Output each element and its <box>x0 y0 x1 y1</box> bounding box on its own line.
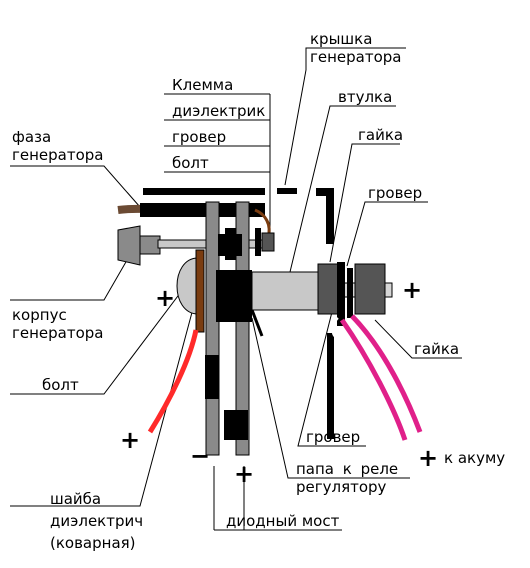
housing-cone <box>117 225 141 266</box>
grover-outer <box>347 268 353 318</box>
leader-grover-right <box>346 201 428 267</box>
plus-sign-output: + <box>402 276 423 304</box>
minus-sign-diode: − <box>190 442 211 470</box>
housing-cone-neck <box>139 235 161 255</box>
label-dielectric: диэлектрик <box>172 102 266 120</box>
diode-block-center <box>216 270 252 322</box>
battery-wire-2 <box>350 314 423 433</box>
label-phase: фаза генератора <box>12 128 104 164</box>
diode-plate-left <box>205 201 220 456</box>
relay-pin <box>250 309 264 337</box>
label-bolt-top: болт <box>172 154 209 172</box>
leader-housing <box>10 247 135 301</box>
label-grover-top: гровер <box>172 128 227 146</box>
cover-bar-dash <box>277 188 297 194</box>
leader-papa <box>251 317 410 479</box>
label-nut-right: гайка <box>414 340 460 358</box>
label-clamp: Клемма <box>172 76 234 94</box>
plus-sign-housing: + <box>155 284 176 312</box>
cover-bar-lower <box>327 333 334 439</box>
diode-plate-right <box>235 201 250 456</box>
plus-sign-battery: + <box>418 444 439 472</box>
dielectric-washer <box>195 249 205 333</box>
plus-sign-diode: + <box>234 460 255 488</box>
leader-diode-bridge <box>213 466 342 531</box>
label-grover-bottom: гровер <box>306 428 361 446</box>
nut-inner <box>317 263 339 315</box>
leader-nut-top <box>329 143 400 263</box>
leader-phase <box>10 165 141 208</box>
leader-bolt-bottom <box>10 271 197 395</box>
leader-nut-right <box>374 319 462 359</box>
phase-terminal-block <box>140 203 265 217</box>
label-grover-right: гровер <box>368 184 423 202</box>
battery-wire-1 <box>339 318 408 441</box>
label-diode-bridge: диодный мост <box>226 512 340 530</box>
label-nut-top: гайка <box>358 126 404 144</box>
cover-bar-top <box>143 188 265 195</box>
leader-cover <box>284 47 406 186</box>
diode-block-top <box>218 234 242 256</box>
diode-block-left <box>205 355 219 399</box>
stack-washer <box>255 228 261 256</box>
label-bolt-bottom: болт <box>42 376 79 394</box>
housing-dome <box>176 257 199 315</box>
label-sleeve: втулка <box>338 88 393 106</box>
plus-sign-red-wire: + <box>120 426 141 454</box>
diode-block-lower <box>224 410 248 440</box>
cover-bracket <box>316 188 334 244</box>
label-papa: папа к реле регулятору <box>296 460 399 496</box>
red-wire <box>147 329 199 434</box>
stack-nut <box>261 232 275 252</box>
leader-grover-bottom <box>297 307 366 447</box>
label-cover: крышка генератора <box>310 30 402 66</box>
label-washer: шайба диэлектрич (коварная) <box>50 490 144 552</box>
sleeve <box>251 271 323 311</box>
label-housing: корпус генератора <box>12 306 104 342</box>
grover-inner <box>337 262 345 326</box>
leader-washer <box>10 289 199 507</box>
label-to-battery: к акуму <box>444 449 506 467</box>
leader-lines <box>10 47 462 531</box>
nut-outer <box>354 263 386 315</box>
leader-sleeve <box>289 105 396 273</box>
